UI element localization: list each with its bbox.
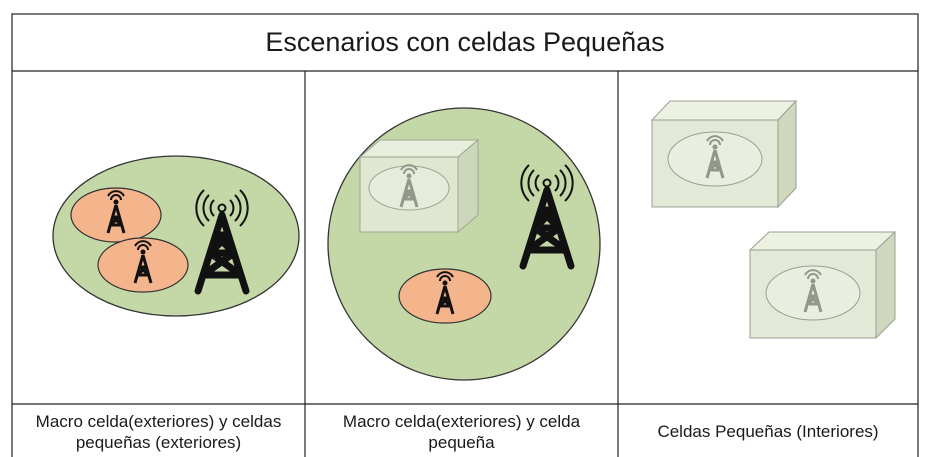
building-box-icon: [650, 99, 798, 209]
scenario-3-caption: Celdas Pequeñas (Interiores): [657, 422, 879, 441]
small-cell: [70, 187, 162, 243]
page-title: Escenarios con celdas Pequeñas: [265, 26, 665, 57]
scenario-2-caption: Macro celda(exteriores) y celda pequeña: [342, 411, 581, 452]
scenario-2-illustration: [327, 107, 601, 381]
scenario-3-illustration: [650, 99, 897, 340]
scenario-1-caption: Macro celda(exteriores) y celdas pequeña…: [35, 411, 282, 452]
small-cell: [97, 237, 189, 293]
building-box-icon: [358, 138, 480, 234]
small-cell: [398, 268, 492, 324]
scenario-1-illustration: [52, 155, 300, 317]
building-box-icon: [748, 230, 897, 340]
table-grid: [11, 13, 919, 457]
